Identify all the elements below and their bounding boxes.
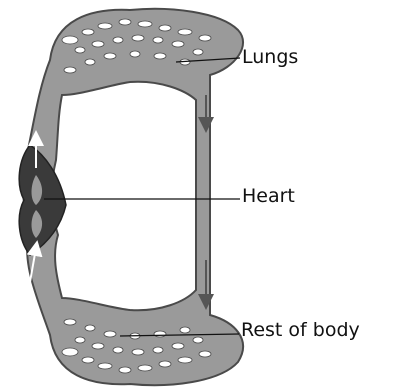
label-lungs: Lungs (242, 48, 298, 67)
label-rest-of-body: Rest of body (241, 321, 360, 340)
label-heart: Heart (242, 187, 295, 206)
inner-space (52, 82, 196, 311)
